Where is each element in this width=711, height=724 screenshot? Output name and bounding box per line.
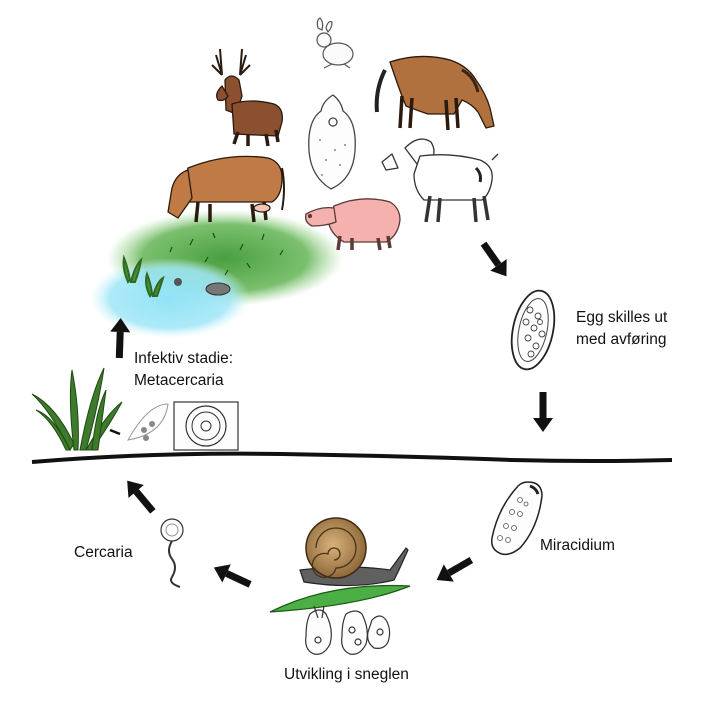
arrow-cercaria-to-grass xyxy=(127,480,156,514)
cow-icon xyxy=(167,155,285,223)
redia-icon xyxy=(341,610,368,655)
cercaria-label: Cercaria xyxy=(74,544,133,561)
snail-small-icon xyxy=(174,278,231,296)
ground-line xyxy=(31,451,673,464)
metacercaria-icon xyxy=(173,401,239,451)
snail-icon xyxy=(269,517,411,613)
egg-icon xyxy=(510,289,556,371)
metacercaria-leaf-icon xyxy=(109,403,169,441)
cercaria-icon xyxy=(160,518,184,588)
arrow-hosts-to-egg xyxy=(480,241,507,277)
sheep-icon xyxy=(381,138,499,223)
redia-icon-2 xyxy=(367,615,391,649)
grass-tufts xyxy=(169,232,284,276)
arrow-grass-to-pasture xyxy=(110,318,131,359)
infective-stage-label-line-2: Metacercaria xyxy=(134,372,224,389)
miracidium-label: Miracidium xyxy=(540,537,615,554)
water-pool xyxy=(90,258,250,338)
egg-label-line-1: Egg skilles ut xyxy=(576,309,668,326)
egg-label-line-2: med avføring xyxy=(576,331,667,348)
water-plant-icon xyxy=(122,254,165,298)
sporocyst-icon xyxy=(305,605,332,655)
adult-fluke-icon xyxy=(308,94,356,190)
arrow-snail-to-cercaria xyxy=(213,564,252,588)
deer-icon xyxy=(211,48,283,147)
miracidium-icon xyxy=(490,481,543,556)
grass-plant-icon xyxy=(31,367,123,451)
horse-icon xyxy=(374,55,495,131)
infective-stage-label-line-1: Infektiv stadie: xyxy=(134,350,234,367)
arrow-egg-to-ground xyxy=(533,392,553,432)
arrow-miracidium-to-snail xyxy=(436,556,474,582)
pig-icon xyxy=(304,198,401,251)
rabbit-icon xyxy=(316,17,354,69)
snail-development-label: Utvikling i sneglen xyxy=(284,666,409,683)
